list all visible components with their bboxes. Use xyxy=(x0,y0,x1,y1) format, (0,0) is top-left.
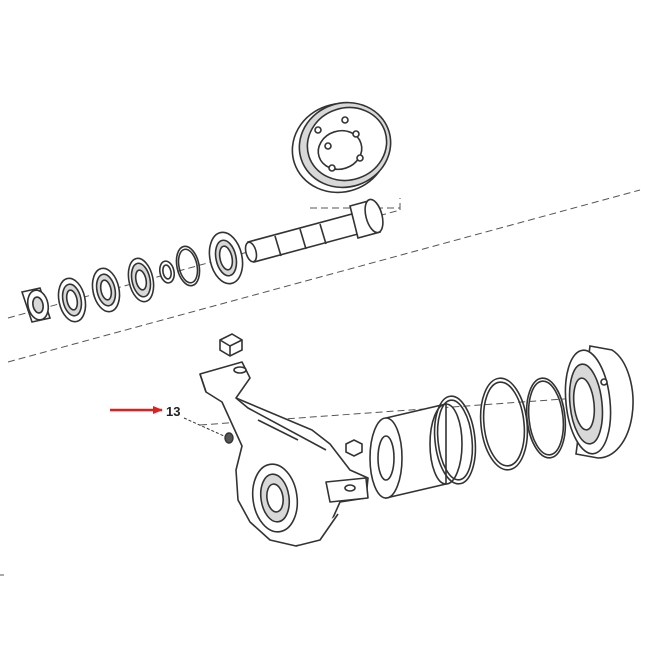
bearing-4 xyxy=(57,277,87,323)
leader-line xyxy=(183,417,225,437)
thin-ring-large xyxy=(479,377,529,471)
differential-housing xyxy=(199,361,369,547)
end-cover xyxy=(564,345,634,459)
small-nut-2 xyxy=(345,439,363,457)
ring-1 xyxy=(175,245,201,287)
spacer-1 xyxy=(158,260,176,284)
snap-ring xyxy=(433,395,477,485)
bearing-1 xyxy=(208,231,244,285)
pinion-shaft xyxy=(244,198,384,263)
ring-gear xyxy=(291,101,392,194)
small-nut xyxy=(219,333,243,357)
o-ring xyxy=(525,377,567,459)
bearing-3 xyxy=(91,267,121,313)
bearing-2 xyxy=(127,257,155,303)
callout-label-13: 13 xyxy=(166,404,181,419)
nut xyxy=(20,287,52,323)
bearing-cup xyxy=(369,402,463,500)
part-13-pin xyxy=(224,432,234,444)
